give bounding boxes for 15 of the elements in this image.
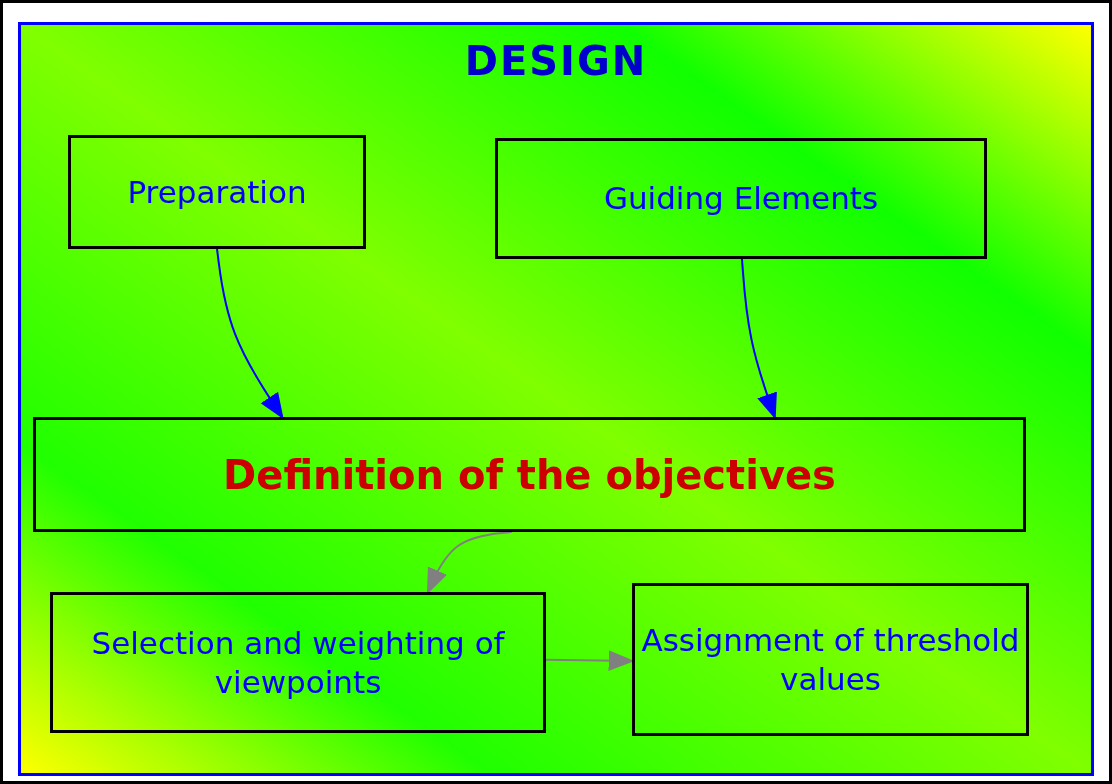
box-label: Assignment of threshold values: [641, 620, 1020, 699]
box-label: Definition of the objectives: [223, 450, 836, 500]
arrow: [216, 248, 284, 420]
box-label: Preparation: [127, 172, 307, 212]
box-label: Selection and weighting of viewpoints: [90, 623, 506, 702]
arrow: [545, 650, 635, 672]
box-label: Guiding Elements: [603, 179, 879, 218]
process-box: [632, 583, 1029, 736]
diagram-title: DESIGN: [464, 38, 648, 84]
arrow: [426, 531, 513, 595]
arrow: [741, 258, 777, 420]
process-box: [33, 417, 1026, 532]
process-box: [68, 135, 366, 249]
process-box: [50, 592, 546, 733]
process-box: [495, 138, 987, 259]
